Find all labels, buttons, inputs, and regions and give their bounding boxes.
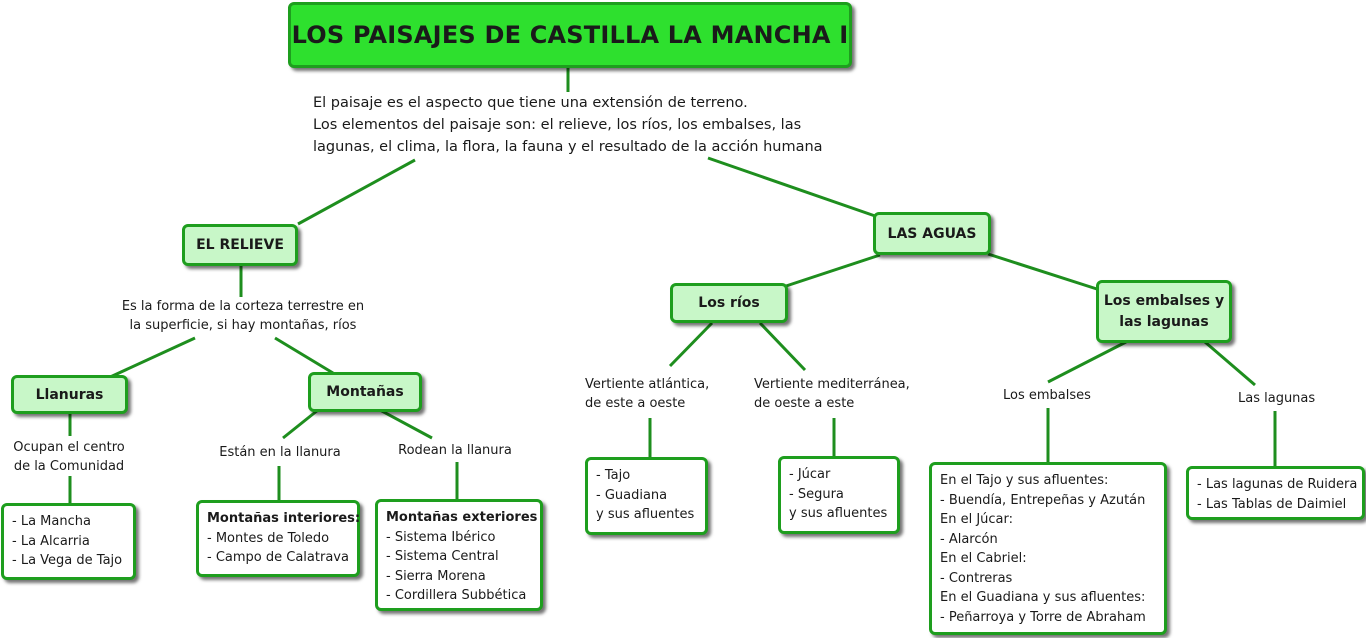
list-item: - Segura	[789, 486, 844, 502]
list-item: En el Cabriel:	[940, 551, 1027, 566]
link-intro-aguas	[707, 156, 879, 219]
montanas-label: Montañas	[326, 384, 404, 400]
intro-line-2: Los elementos del paisaje son: el reliev…	[313, 117, 802, 133]
list-item: - Sistema Central	[386, 549, 499, 564]
intro-line-3: lagunas, el clima, la flora, la fauna y …	[313, 139, 823, 155]
relieve-node: EL RELIEVE	[182, 224, 298, 266]
atlantica-desc-line-2: de este a oeste	[585, 396, 686, 411]
link-desc-llanuras	[107, 336, 196, 380]
list-item: - Sistema Ibérico	[386, 529, 496, 545]
list-item: En el Júcar:	[940, 512, 1014, 527]
embalses-list: En el Tajo y sus afluentes: - Buendía, E…	[929, 462, 1167, 635]
link-aguas-embalses	[987, 252, 1101, 292]
intro-line-1: El paisaje es el aspecto que tiene una e…	[313, 95, 748, 111]
llanuras-desc-line-2: de la Comunidad	[13, 459, 125, 474]
lagunas-list: - Las lagunas de Ruidera - Las Tablas de…	[1186, 466, 1365, 520]
list-item: y sus afluentes	[596, 507, 695, 522]
llanuras-desc: Ocupan el centro de la Comunidad	[8, 438, 130, 476]
list-item: - Las Tablas de Daimiel	[1197, 496, 1347, 512]
list-item: - Peñarroya y Torre de Abraham	[940, 609, 1146, 625]
list-item: En el Guadiana y sus afluentes:	[940, 590, 1146, 605]
list-item: - Alarcón	[940, 531, 998, 547]
mediterranea-desc: Vertiente mediterránea, de oeste a este	[754, 375, 910, 413]
embalses-lagunas-node: Los embalses y las lagunas	[1096, 280, 1232, 343]
list-item: - Las lagunas de Ruidera	[1197, 477, 1358, 492]
exteriores-heading: Montañas exteriores	[386, 510, 538, 525]
embalses-lagunas-label-line-1: Los embalses y	[1103, 292, 1225, 309]
list-item: - Buendía, Entrepeñas y Azután	[940, 492, 1146, 508]
list-item: - Guadiana	[596, 487, 668, 503]
relieve-desc-line-2: la superficie, si hay montañas, ríos	[129, 318, 357, 333]
list-item: - La Mancha	[12, 514, 91, 529]
list-item: - Tajo	[596, 468, 631, 483]
list-item: - Campo de Calatrava	[207, 550, 349, 565]
list-item: En el Tajo y sus afluentes:	[940, 473, 1109, 488]
page-title: LOS PAISAJES DE CASTILLA LA MANCHA I	[291, 21, 849, 49]
interiores-desc: Están en la llanura	[219, 445, 341, 460]
list-item: - Contreras	[940, 570, 1013, 586]
relieve-desc-line-1: Es la forma de la corteza terrestre en	[121, 299, 365, 314]
lagunas-desc: Las lagunas	[1238, 391, 1316, 406]
llanuras-node: Llanuras	[11, 375, 128, 414]
list-item: - Júcar	[789, 467, 831, 482]
list-item: - La Vega de Tajo	[12, 553, 123, 568]
mediterranea-desc-line-2: de oeste a este	[754, 396, 855, 411]
link-intro-relieve	[297, 158, 416, 226]
link-rios-med	[758, 321, 807, 372]
rios-node: Los ríos	[670, 283, 788, 323]
link-montanas-int	[282, 408, 319, 440]
relieve-label: EL RELIEVE	[196, 237, 284, 253]
link-rios-atl	[668, 321, 714, 368]
link-emb-lagunas	[1204, 340, 1256, 387]
aguas-label: LAS AGUAS	[887, 225, 977, 242]
mediterranea-desc-line-1: Vertiente mediterránea,	[754, 377, 910, 392]
list-item: - La Alcarria	[12, 533, 90, 549]
link-emb-embalses	[1047, 340, 1127, 384]
title-box: LOS PAISAJES DE CASTILLA LA MANCHA I	[288, 2, 852, 68]
link-desc-montanas	[274, 336, 334, 375]
link-aguas-rios	[779, 253, 881, 290]
relieve-desc: Es la forma de la corteza terrestre en l…	[110, 297, 376, 335]
list-item: - Cordillera Subbética	[386, 588, 527, 603]
interiores-heading: Montañas interiores:	[207, 511, 361, 526]
list-item: y sus afluentes	[789, 506, 888, 521]
montanas-node: Montañas	[308, 372, 422, 412]
rios-label: Los ríos	[698, 295, 760, 311]
exteriores-desc: Rodean la llanura	[398, 443, 512, 458]
llanuras-desc-line-1: Ocupan el centro	[13, 440, 125, 455]
atlantica-desc-line-1: Vertiente atlántica,	[585, 377, 710, 392]
mediterranea-list: - Júcar - Segura y sus afluentes	[778, 456, 900, 534]
embalses-desc: Los embalses	[1003, 388, 1091, 403]
llanuras-list: - La Mancha - La Alcarria - La Vega de T…	[1, 503, 136, 580]
list-item: - Sierra Morena	[386, 568, 486, 584]
list-item: - Montes de Toledo	[207, 530, 330, 546]
interiores-list: Montañas interiores: - Montes de Toledo …	[196, 500, 360, 577]
llanuras-label: Llanuras	[35, 386, 104, 403]
link-montanas-ext	[379, 408, 433, 440]
atlantica-list: - Tajo - Guadiana y sus afluentes	[585, 457, 708, 535]
embalses-lagunas-label-line-2: las lagunas	[1119, 313, 1209, 330]
aguas-node: LAS AGUAS	[873, 212, 991, 255]
atlantica-desc: Vertiente atlántica, de este a oeste	[585, 375, 709, 413]
intro-text: El paisaje es el aspecto que tiene una e…	[313, 92, 823, 158]
exteriores-list: Montañas exteriores - Sistema Ibérico - …	[375, 499, 543, 611]
